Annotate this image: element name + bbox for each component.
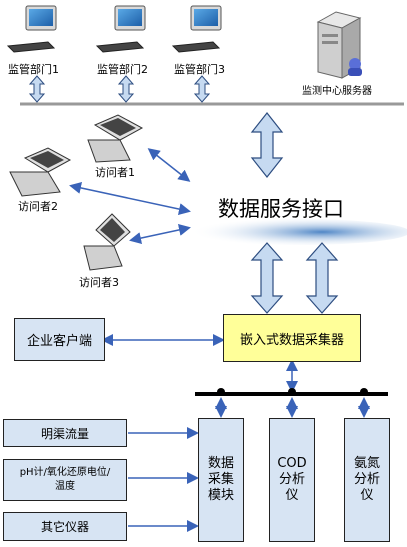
laptop-icon [83, 213, 131, 271]
visitor-label: 访问者3 [79, 276, 119, 289]
department-computer-icon [171, 5, 222, 53]
data-interface-label: 数据服务接口 [218, 197, 344, 221]
visitor-label: 访问者2 [18, 200, 58, 213]
visitor3-connector [129, 224, 191, 244]
visitor1-connector [147, 148, 191, 182]
department-label: 监管部门3 [174, 63, 225, 76]
input-label: 明渠流量 [40, 426, 89, 441]
module-label: 氨氮 分析 仪 [353, 456, 380, 503]
laptop-icon [9, 147, 72, 197]
department-label: 监管部门1 [8, 63, 59, 76]
department-computer-icon [6, 5, 57, 53]
interface-collector-arrow-left [250, 242, 284, 314]
module-label: COD 分析 仪 [277, 456, 307, 503]
server-icon [316, 11, 362, 79]
cod-analyzer-box: COD 分析 仪 [269, 418, 315, 542]
embedded-collector-box: 嵌入式数据采集器 [223, 314, 361, 362]
enterprise-client-label: 企业客户端 [26, 334, 92, 349]
server-interface-arrow [250, 112, 284, 178]
enterprise-client-box: 企业客户端 [14, 318, 105, 361]
department-computer-icon [95, 5, 146, 53]
embedded-collector-label: 嵌入式数据采集器 [239, 332, 344, 348]
module-label: 数据 采集 模块 [207, 456, 234, 503]
department-link-arrow [28, 75, 211, 103]
department-label: 监管部门2 [97, 63, 148, 76]
other-instruments-box: 其它仪器 [3, 512, 127, 541]
flow-meter-box: 明渠流量 [3, 419, 127, 447]
visitor-label: 访问者1 [95, 166, 135, 179]
laptop-icon [87, 114, 144, 163]
ammonia-analyzer-box: 氨氮 分析 仪 [344, 418, 390, 542]
input-label: 其它仪器 [40, 520, 89, 534]
data-collection-module-box: 数据 采集 模块 [198, 418, 244, 542]
visitor2-connector [69, 182, 191, 215]
interface-collector-arrow-right [305, 242, 339, 314]
cloud-swoosh [190, 219, 407, 245]
ph-meter-box: pH计/氧化还原电位/ 温度 [3, 459, 127, 501]
input-label: pH计/氧化还原电位/ 温度 [19, 467, 111, 492]
server-label: 监测中心服务器 [302, 86, 372, 97]
